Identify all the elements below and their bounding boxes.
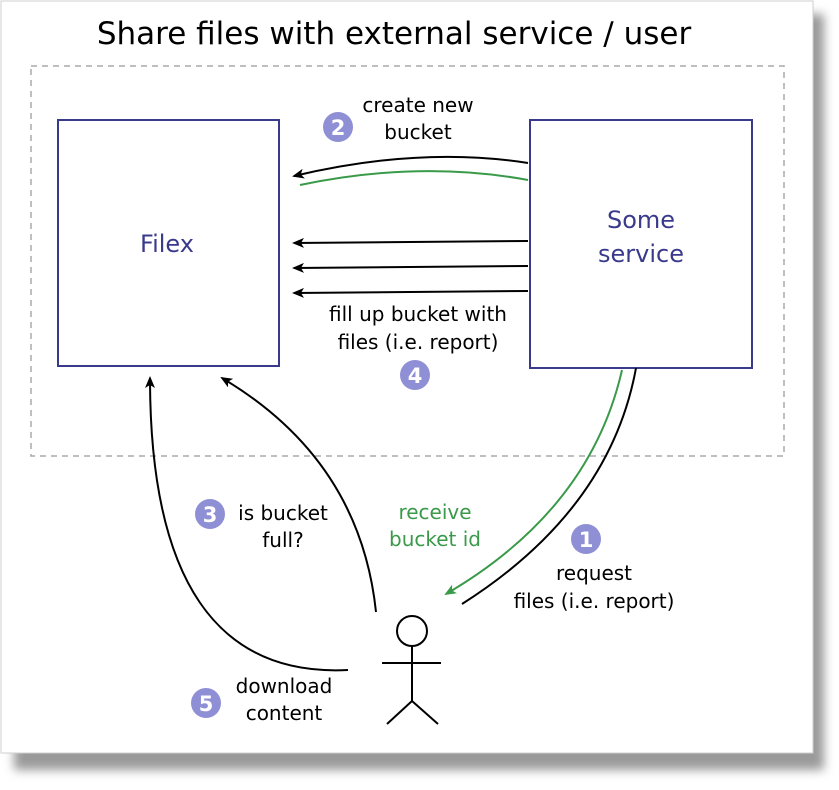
step-1-number: 1 (579, 528, 594, 552)
arrow-fill-2 (292, 262, 529, 273)
step-3-badge (195, 499, 225, 529)
step-2-text-line1: create new (362, 93, 473, 117)
service-node: Some service (529, 119, 753, 369)
step-5-number: 5 (199, 692, 214, 716)
user-leg-left (386, 700, 413, 725)
step-1-text-line1: request (556, 561, 632, 585)
step-2: 2 create new bucket (323, 93, 474, 144)
step-3-number: 3 (203, 503, 218, 527)
step-1-badge (571, 524, 601, 554)
step-4-number: 4 (408, 364, 423, 388)
diagram-title: Share files with external service / user (97, 16, 692, 52)
step-1-text-line2: files (i.e. report) (514, 589, 675, 613)
service-label-line2: service (598, 240, 684, 268)
step-4-text-line1: fill up bucket with (329, 302, 507, 326)
service-label-line1: Some (607, 206, 675, 234)
arrow-is-bucket-full (220, 376, 377, 613)
step-5-text-line2: content (246, 701, 323, 725)
step-5-badge (191, 688, 221, 718)
filex-node: Filex (57, 119, 280, 367)
filex-label: Filex (140, 230, 194, 258)
step-5-text-line1: download (236, 674, 333, 698)
receive-bucket-id-label: receive bucket id (389, 500, 481, 551)
step-4: fill up bucket with files (i.e. report) … (329, 302, 507, 390)
filex-box (57, 119, 280, 367)
arrow-fill-1 (292, 237, 529, 248)
arrow-receive-bucket-id (444, 369, 623, 596)
step-4-text-line2: files (i.e. report) (338, 330, 499, 354)
arrow-create-bucket (292, 155, 529, 179)
step-4-badge (400, 360, 430, 390)
step-3-text-line2: full? (262, 528, 303, 552)
step-1: 1 request files (i.e. report) (514, 524, 675, 613)
arrow-fill-3 (292, 287, 529, 298)
arrow-bucket-green (299, 170, 529, 186)
step-2-text-line2: bucket (384, 120, 452, 144)
receive-text-line1: receive (398, 500, 471, 524)
receive-text-line2: bucket id (389, 527, 481, 551)
step-3-text-line1: is bucket (238, 501, 328, 525)
step-2-number: 2 (331, 116, 346, 140)
system-boundary (30, 65, 785, 457)
service-box (529, 119, 753, 369)
user-leg-right (411, 700, 439, 725)
step-5: 5 download content (191, 674, 332, 725)
step-3: 3 is bucket full? (195, 499, 328, 552)
arrow-download-content (145, 376, 349, 672)
arrow-request-files (461, 367, 637, 605)
user-figure (382, 615, 441, 725)
user-head (396, 615, 428, 647)
step-2-badge (323, 112, 353, 142)
